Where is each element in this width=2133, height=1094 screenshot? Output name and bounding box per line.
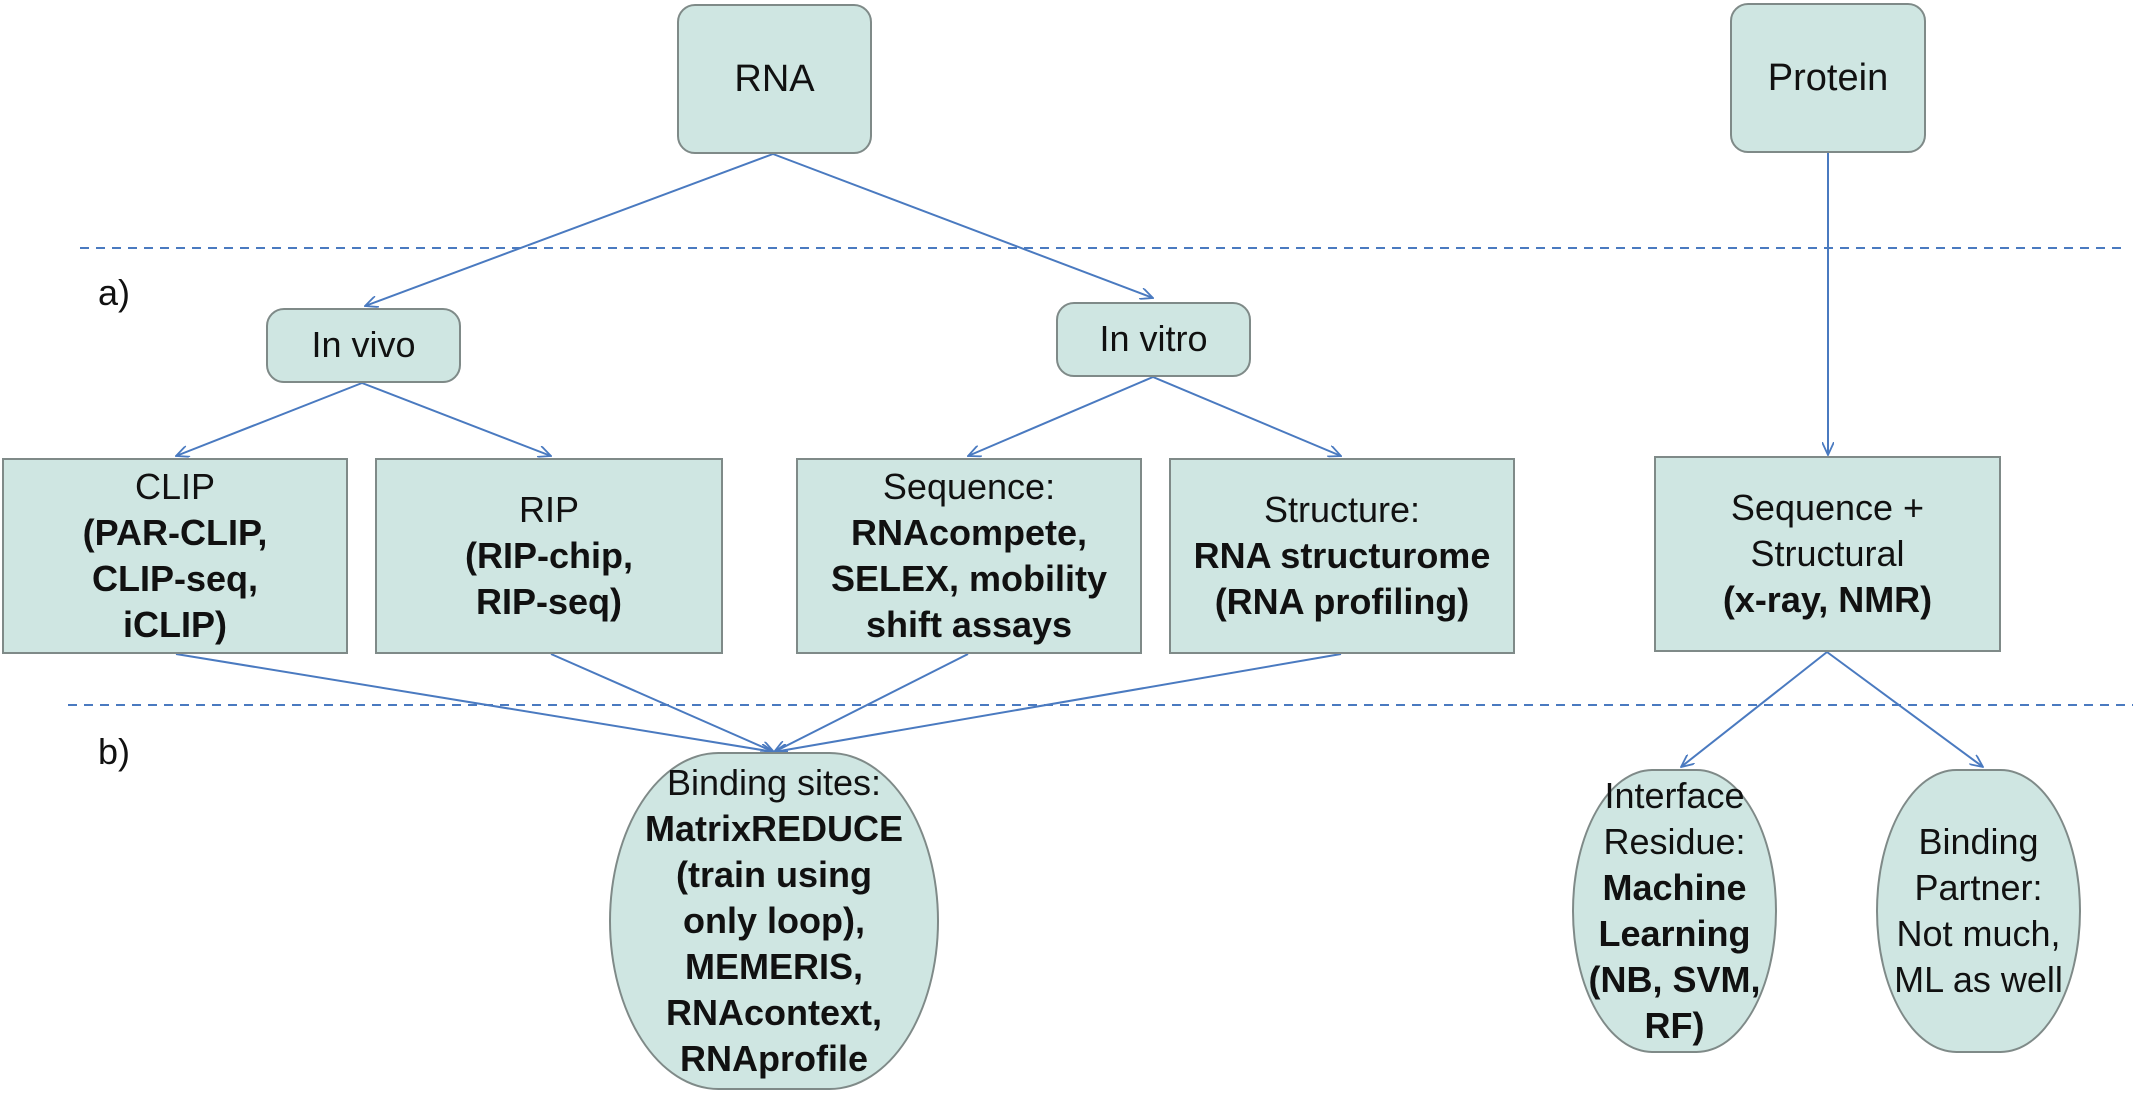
clip-method-3: iCLIP) bbox=[123, 604, 227, 646]
arrow-seqstruct-interface bbox=[1681, 651, 1828, 767]
binding-sites-tool-3: only loop), bbox=[683, 899, 865, 941]
sequence-node: Sequence: RNAcompete, SELEX, mobility sh… bbox=[796, 458, 1142, 654]
binding-sites-tool-1: MatrixREDUCE bbox=[644, 807, 904, 849]
rna-node-label: RNA bbox=[734, 57, 815, 100]
partner-line-4: ML as well bbox=[1894, 959, 2063, 1001]
structure-method-1: RNA structurome bbox=[1193, 534, 1491, 576]
arrow-invivo-rip bbox=[361, 382, 551, 456]
binding-sites-tool-2: (train using bbox=[676, 853, 872, 895]
protein-node-label: Protein bbox=[1767, 56, 1889, 99]
arrow-rna-invitro bbox=[772, 153, 1153, 298]
rip-method-2: RIP-seq) bbox=[475, 581, 623, 623]
sequence-structural-node: Sequence + Structural (x-ray, NMR) bbox=[1654, 456, 2001, 652]
structure-title: Structure: bbox=[1263, 488, 1421, 530]
rip-method-1: (RIP-chip, bbox=[465, 534, 633, 576]
seq-struct-method: (x-ray, NMR) bbox=[1722, 579, 1933, 621]
in-vivo-label: In vivo bbox=[311, 324, 416, 366]
sequence-method-2: SELEX, mobility bbox=[830, 558, 1108, 599]
arrow-structure-binding bbox=[774, 653, 1342, 752]
clip-node: CLIP (PAR-CLIP, CLIP-seq, iCLIP) bbox=[2, 458, 348, 654]
partner-line-1: Binding bbox=[1918, 820, 2039, 862]
sequence-method-3: shift assays bbox=[865, 604, 1073, 646]
arrow-invitro-sequence bbox=[968, 376, 1154, 456]
arrow-rip-binding bbox=[550, 653, 774, 752]
rip-node: RIP (RIP-chip, RIP-seq) bbox=[375, 458, 723, 654]
interface-method-4: RF) bbox=[1644, 1005, 1705, 1047]
rip-title: RIP bbox=[518, 488, 579, 530]
arrow-sequence-binding bbox=[774, 653, 969, 752]
interface-method-1: Machine bbox=[1602, 866, 1747, 908]
arrow-invivo-clip bbox=[176, 382, 363, 456]
structure-method-2: (RNA profiling) bbox=[1214, 581, 1470, 623]
arrow-seqstruct-partner bbox=[1826, 651, 1983, 767]
interface-title-1: Interface bbox=[1604, 774, 1745, 816]
in-vitro-label: In vitro bbox=[1099, 318, 1208, 360]
binding-sites-title: Binding sites: bbox=[666, 761, 882, 803]
interface-method-3: (NB, SVM, bbox=[1588, 959, 1761, 1001]
binding-partner-node: Binding Partner: Not much, ML as well bbox=[1876, 769, 2081, 1053]
binding-sites-tool-6: RNAprofile bbox=[680, 1038, 868, 1080]
sequence-title: Sequence: bbox=[882, 465, 1056, 507]
protein-node: Protein bbox=[1730, 3, 1926, 153]
interface-residue-node: Interface Residue: Machine Learning (NB,… bbox=[1572, 769, 1777, 1053]
partner-line-2: Partner: bbox=[1914, 866, 2043, 908]
seq-struct-title-1: Sequence + bbox=[1730, 486, 1925, 528]
interface-method-2: Learning bbox=[1598, 913, 1751, 954]
arrow-invitro-structure bbox=[1152, 376, 1341, 456]
seq-struct-title-2: Structural bbox=[1750, 532, 1905, 574]
sequence-method-1: RNAcompete, bbox=[850, 511, 1088, 553]
binding-sites-tool-5: RNAcontext, bbox=[665, 992, 883, 1034]
section-label-b: b) bbox=[98, 731, 131, 772]
binding-sites-node: Binding sites: MatrixREDUCE (train using… bbox=[609, 752, 939, 1090]
clip-method-2: CLIP-seq, bbox=[91, 558, 259, 599]
arrow-clip-binding bbox=[175, 653, 774, 752]
arrow-rna-invivo bbox=[365, 153, 774, 306]
clip-title: CLIP bbox=[134, 465, 216, 507]
rna-node: RNA bbox=[677, 4, 872, 154]
clip-method-1: (PAR-CLIP, bbox=[82, 511, 268, 553]
binding-sites-tool-4: MEMERIS, bbox=[684, 946, 863, 988]
section-label-a: a) bbox=[98, 272, 131, 313]
structure-node: Structure: RNA structurome (RNA profilin… bbox=[1169, 458, 1515, 654]
in-vivo-node: In vivo bbox=[266, 308, 461, 383]
in-vitro-node: In vitro bbox=[1056, 302, 1251, 377]
interface-title-2: Residue: bbox=[1603, 820, 1746, 862]
partner-line-3: Not much, bbox=[1896, 913, 2061, 954]
